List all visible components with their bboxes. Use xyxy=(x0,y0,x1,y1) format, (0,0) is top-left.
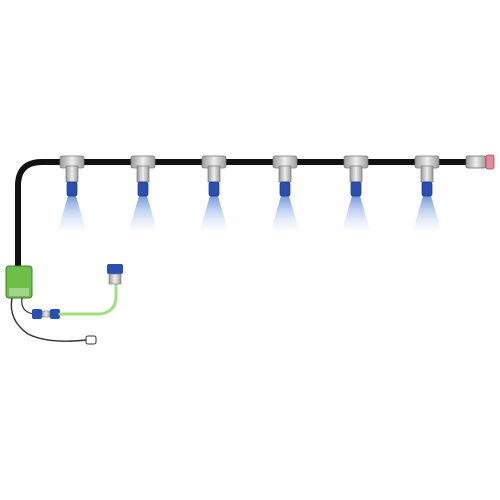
tee-stem xyxy=(207,165,221,183)
nozzle-assembly xyxy=(200,155,228,230)
nozzle-assembly xyxy=(271,155,299,230)
spray-icon xyxy=(342,196,370,230)
filter-icon xyxy=(32,309,60,319)
nozzle-assembly xyxy=(58,155,86,230)
inlet-connector-icon xyxy=(107,264,123,285)
signal-wire xyxy=(21,297,35,315)
main-tubing xyxy=(15,159,473,271)
tee-stem xyxy=(420,165,434,183)
spray-icon xyxy=(271,196,299,230)
wire-plug-icon xyxy=(85,335,97,345)
nozzle-icon xyxy=(137,181,149,197)
nozzle-assembly xyxy=(413,155,441,230)
green-hose xyxy=(58,280,118,316)
nozzle-icon xyxy=(421,181,433,197)
tee-stem xyxy=(65,165,79,183)
nozzle-icon xyxy=(279,181,291,197)
nozzle-icon xyxy=(350,181,362,197)
pump-icon xyxy=(5,265,33,299)
nozzle-icon xyxy=(208,181,220,197)
nozzle-assembly xyxy=(342,155,370,230)
nozzle-row xyxy=(58,155,441,230)
spray-icon xyxy=(200,196,228,230)
power-wire xyxy=(10,297,87,342)
end-cap-icon xyxy=(465,154,495,170)
spray-icon xyxy=(413,196,441,230)
tee-stem xyxy=(278,165,292,183)
spray-icon xyxy=(58,196,86,230)
tee-stem xyxy=(349,165,363,183)
nozzle-assembly xyxy=(129,155,157,230)
tee-stem xyxy=(136,165,150,183)
nozzle-icon xyxy=(66,181,78,197)
spray-icon xyxy=(129,196,157,230)
